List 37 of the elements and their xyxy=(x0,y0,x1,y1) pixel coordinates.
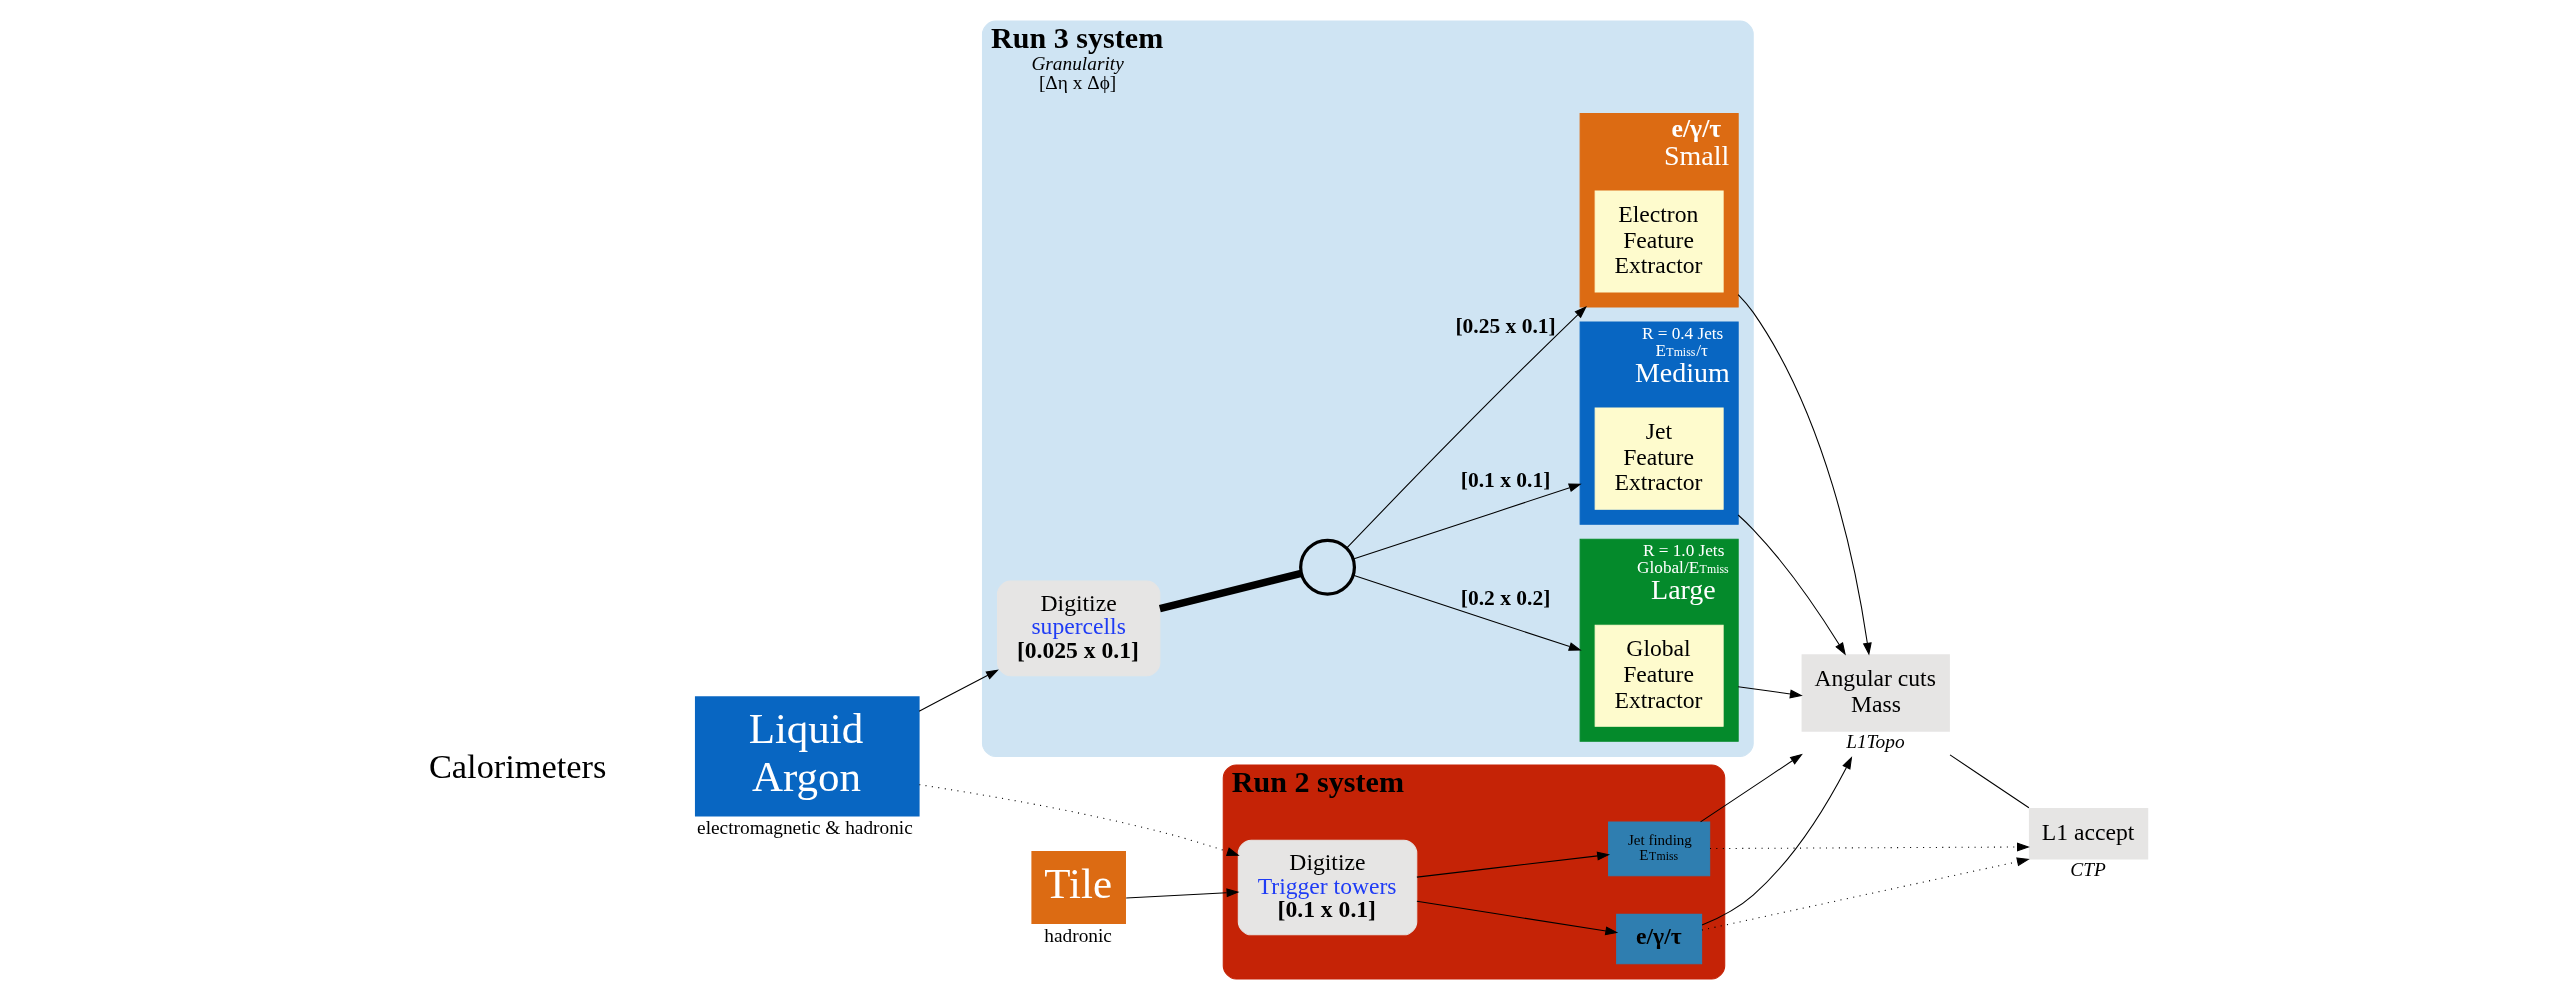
arrow xyxy=(1352,574,1582,651)
connector xyxy=(1158,569,1303,613)
node-box: Liquid Argon xyxy=(694,696,920,817)
node-box: Tile xyxy=(1031,850,1126,925)
node-box: Global Feature Extractor xyxy=(1594,624,1724,727)
arrow xyxy=(1737,514,1846,656)
edge-label: [0.2 x 0.2] xyxy=(1460,585,1551,610)
node-label: electromagnetic & hadronic xyxy=(697,817,913,839)
node-label: hadronic xyxy=(1044,924,1112,946)
node-box: Jet Feature Extractor xyxy=(1594,407,1724,510)
node-box: Electron Feature Extractor xyxy=(1594,190,1724,293)
arrow xyxy=(1737,294,1872,656)
arrow xyxy=(1416,851,1611,878)
node-circle xyxy=(1299,538,1356,596)
node-box: Angular cuts Mass xyxy=(1801,654,1950,732)
arrow xyxy=(918,669,999,712)
node-label: L1Topo xyxy=(1846,731,1905,753)
edge-label: [0.1 x 0.1] xyxy=(1460,467,1551,492)
arrow xyxy=(1701,857,2030,931)
arrow xyxy=(1700,753,1803,823)
arrow xyxy=(1125,888,1240,899)
arrow xyxy=(1416,900,1619,936)
arrow xyxy=(1701,756,1853,926)
node-box: Jet finding ETmiss xyxy=(1608,821,1711,877)
node-label: CTP xyxy=(2070,859,2106,881)
label: Calorimeters xyxy=(428,746,607,785)
node-box: Digitize supercells [0.025 x 0.1] xyxy=(997,580,1161,677)
edge-label: [0.25 x 0.1] xyxy=(1455,313,1556,338)
node-box: L1 accept xyxy=(2028,807,2149,860)
arrow xyxy=(918,784,1240,856)
arrow xyxy=(1346,305,1587,549)
arrow xyxy=(1737,686,1803,699)
arrow xyxy=(1352,483,1582,560)
connector xyxy=(1949,754,2030,809)
node-box: Digitize Trigger towers [0.1 x 0.1] xyxy=(1237,839,1418,936)
arrow xyxy=(1709,842,2030,852)
node-box: e/γ/τ xyxy=(1616,913,1703,965)
